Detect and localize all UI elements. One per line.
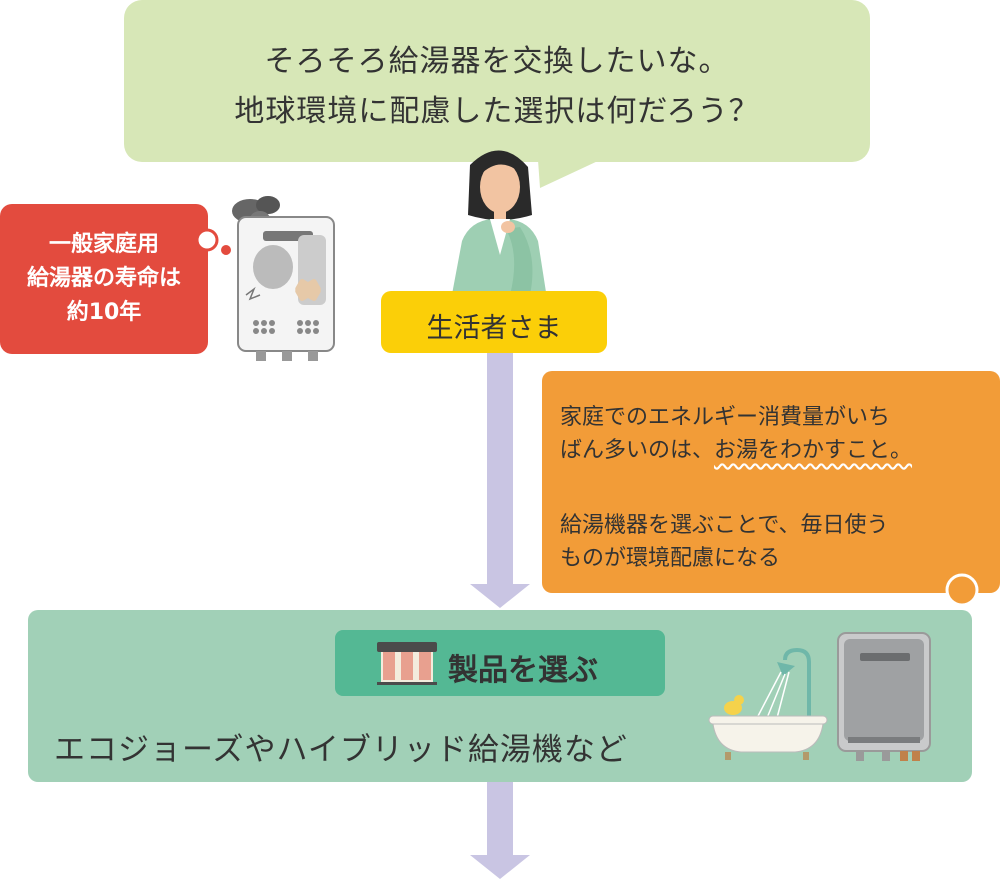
info-note-line-1: 家庭でのエネルギー消費量がいち xyxy=(560,405,891,430)
speech-bubble xyxy=(124,0,870,162)
flow-arrow-1-shaft xyxy=(487,352,513,584)
info-note-line-2: ばん多いのは、お湯をわかすこと。 xyxy=(560,432,912,464)
broken-water-heater-icon xyxy=(232,196,335,361)
lifespan-note-line-2: 給湯器の寿命は xyxy=(26,266,181,291)
shop-icon xyxy=(377,642,437,685)
water-heater-icon xyxy=(837,632,931,761)
lifespan-note-line-3: 約10年 xyxy=(66,300,142,325)
step-products-text: エコジョーズやハイブリッド給湯機など xyxy=(54,732,628,768)
person-label-text: 生活者さま xyxy=(426,313,562,344)
speech-line-1: そろそろ給湯器を交換したいな。 xyxy=(264,44,730,79)
bathtub-shower-icon xyxy=(708,647,828,760)
step-tag-text: 製品を選ぶ xyxy=(448,653,598,688)
info-note-emphasis: お湯をわかすこと。 xyxy=(714,438,913,463)
person-label xyxy=(381,291,607,353)
flow-arrow-1-head xyxy=(470,584,530,608)
info-note-line-4: ものが環境配慮になる xyxy=(560,546,781,571)
info-note-line-3: 給湯機器を選ぶことで、毎日使う xyxy=(560,513,889,538)
lifespan-note xyxy=(0,204,208,354)
woman-thinking-illustration xyxy=(450,150,548,305)
info-note xyxy=(542,371,1000,593)
flow-arrow-2-head xyxy=(470,855,530,879)
lifespan-note-line-1: 一般家庭用 xyxy=(48,232,159,257)
speech-line-2: 地球環境に配慮した選択は何だろう？ xyxy=(234,94,760,129)
info-note-line-2-prefix: ばん多いのは、 xyxy=(560,438,715,463)
flow-arrow-2-shaft xyxy=(487,782,513,856)
